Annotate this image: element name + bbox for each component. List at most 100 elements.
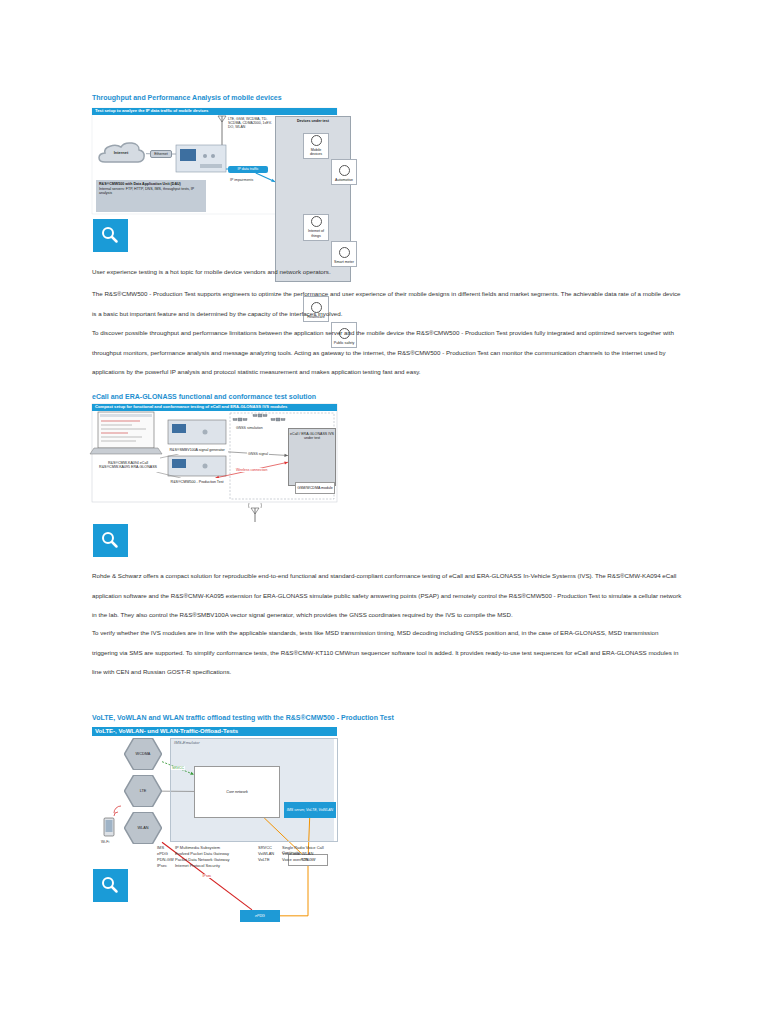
body-text: To discover possible throughput and perf… <box>92 323 684 382</box>
abbreviation-text: Voice over WLAN <box>282 852 336 857</box>
ecall-figure-part <box>251 508 259 514</box>
connector-line <box>215 462 288 478</box>
ecall-figure-part-part <box>243 419 247 421</box>
connector-line <box>256 173 275 182</box>
ecall-figure-part-part <box>258 414 262 417</box>
section-heading: VoLTE, VoWLAN and WLAN traffic offload t… <box>92 714 512 722</box>
caption-bar: Compact setup for functional and conform… <box>92 404 337 411</box>
dut-panel: Devices under testMobile devicesAutomoti… <box>275 116 351 282</box>
ecall-figure-part <box>168 456 226 476</box>
body-text: Rohde & Schwarz offers a compact solutio… <box>92 566 684 625</box>
link-box: Ethernet <box>150 150 172 158</box>
abbreviation: VoWLAN <box>258 852 280 857</box>
connector <box>162 791 194 792</box>
node-text: VoLTE-, VoWLAN- und WLAN-Traffic-Offload… <box>95 728 238 735</box>
node-text: Automotive <box>335 178 353 182</box>
node-text: Compact setup for functional and conform… <box>95 405 287 410</box>
ivs-box: eCall / ERA-GLONASS IVS under testGSM/WC… <box>288 428 336 486</box>
node-text: Core network <box>226 790 247 794</box>
abbreviation: PDN-GW <box>157 858 175 863</box>
connector-line <box>280 866 308 916</box>
shape-outline <box>124 738 161 769</box>
throughput-figure-part <box>203 154 207 158</box>
note-label: IP impairments <box>230 178 272 182</box>
abbreviation: ePDG <box>157 852 175 857</box>
device-label: Wi-Fi <box>101 840 121 844</box>
volte-figure-part <box>114 806 121 816</box>
connector <box>228 452 288 457</box>
ecall-figure-part <box>172 424 186 433</box>
cell-hexagon: WCDMA <box>124 738 162 770</box>
ecall-figure <box>90 404 337 522</box>
ecall-figure-part <box>249 503 262 508</box>
search-button <box>93 219 128 252</box>
ecall-figure-part <box>172 459 186 468</box>
ecall-figure-part <box>90 448 162 454</box>
connector-line <box>162 762 194 775</box>
search-button-part <box>93 869 128 902</box>
shape-outline <box>124 812 161 843</box>
connector-line <box>162 842 252 910</box>
dut-tile: Mobile devices <box>303 133 329 159</box>
abbreviation-text: Evolved Packet Data Gateway <box>175 852 235 857</box>
abbreviation: IMS <box>157 846 175 851</box>
ecall-figure-part <box>101 429 146 430</box>
section-heading: Throughput and Performance Analysis of m… <box>92 94 512 102</box>
traffic-bar: IP data traffic <box>228 166 268 173</box>
radio-label: LTE, GSM, WCDMA, TD-SCDMA, CDMA2000, 1xE… <box>228 117 274 129</box>
node-text: R&S®CMW500 with Data Application Unit (D… <box>99 182 181 186</box>
ecall-figure-part <box>101 421 140 422</box>
caption-bar: Test setup to analyze the IP data traffi… <box>92 108 337 115</box>
ecall-figure-part <box>101 441 136 442</box>
shape-outline <box>124 775 161 806</box>
info-box: R&S®CMW500 with Data Application Unit (D… <box>96 180 206 212</box>
search-button-part <box>112 542 117 547</box>
abbreviation: VoLTE <box>258 858 280 863</box>
throughput-figure-part <box>172 154 176 155</box>
throughput-figure-part <box>180 149 196 161</box>
dut-tile: Smart meter <box>331 241 357 267</box>
abbreviation: IPsec <box>157 864 175 869</box>
body-text: The R&S®CMW500 - Production Test support… <box>92 284 684 323</box>
volte-figure-part <box>106 820 113 832</box>
search-button-part <box>93 524 128 557</box>
cell-hexagon: WLAN <box>124 812 162 844</box>
node-text: LTE <box>140 789 147 793</box>
edge-label: GNSS signal <box>247 452 269 456</box>
edge-label: IPsec <box>202 874 213 878</box>
search-button-part <box>93 219 128 252</box>
node-text: eCall / ERA-GLONASS IVS under test <box>290 432 334 440</box>
dut-tile: Internet of things <box>303 214 329 240</box>
volte-figure-part <box>104 818 114 836</box>
node-text: GSM/WCDMA module <box>297 486 333 490</box>
node-text: Smart meter <box>334 260 354 264</box>
body-text: To verify whether the IVS modules are in… <box>92 623 684 682</box>
node-text: Mobile devices <box>305 148 327 156</box>
node-text: WCDMA <box>136 752 151 756</box>
node-text: IMS-Emulator <box>174 741 200 746</box>
ecall-figure-part-part <box>238 418 242 421</box>
search-button <box>93 869 128 902</box>
network-box: Core network <box>194 766 280 818</box>
node-text: Internet <box>114 151 129 156</box>
caption-bar: VoLTE-, VoWLAN- und WLAN-Traffic-Offload… <box>92 727 337 736</box>
dut-tile: Automotive <box>331 159 357 185</box>
ecall-figure-part-part <box>271 419 275 421</box>
ecall-figure-part <box>203 464 208 469</box>
throughput-figure-part <box>218 116 226 122</box>
cell-hexagon: LTE <box>124 775 162 807</box>
connector <box>162 842 252 910</box>
emulator-region: IMS-EmulatorCore networkIMS server, VoLT… <box>170 738 338 842</box>
ecall-figure-part-part <box>263 415 267 417</box>
node-text: WLAN <box>138 826 149 830</box>
node-body-text: R&S®CMW-KA095 ERA-GLONASS <box>99 465 157 469</box>
search-button-part <box>112 887 117 892</box>
note-label: GNSS simulation <box>236 426 284 430</box>
search-button-part <box>112 237 117 242</box>
node-text: IP data traffic <box>237 167 258 171</box>
ecall-figure-part <box>255 508 256 522</box>
ecall-figure-part <box>101 433 128 434</box>
abbreviation-text: Internet Protocol Security <box>175 864 235 869</box>
ecall-figure-part <box>233 414 285 421</box>
